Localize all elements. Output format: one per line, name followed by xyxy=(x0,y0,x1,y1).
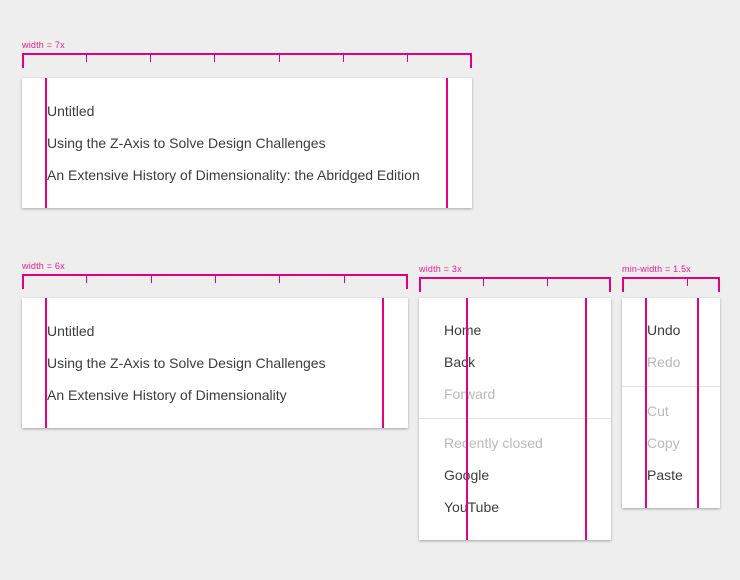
measure-ruler-6x xyxy=(22,274,408,289)
ruler-end-cap-left xyxy=(622,279,624,292)
menu-surface-3x[interactable]: Home Back Forward Recently closed Google… xyxy=(419,298,611,540)
menu-item-disabled: Recently closed xyxy=(444,435,543,451)
menu-item[interactable]: Undo xyxy=(647,322,681,338)
menu-divider xyxy=(622,386,720,387)
ruler-tick xyxy=(279,55,280,62)
menu-item-disabled: Cut xyxy=(647,403,669,419)
menu-item-disabled: Forward xyxy=(444,386,496,402)
ruler-tick xyxy=(687,279,688,286)
spec-label-7x: width = 7x xyxy=(22,40,65,50)
ruler-end-cap-left xyxy=(419,279,421,292)
ruler-end-cap-right xyxy=(609,279,611,292)
measure-ruler-7x xyxy=(22,53,472,68)
measure-ruler-3x xyxy=(419,277,611,292)
ruler-tick xyxy=(344,276,345,283)
menu-item-disabled: Redo xyxy=(647,354,681,370)
ruler-end-cap-right xyxy=(718,279,720,292)
padding-guide-right xyxy=(446,78,448,208)
ruler-tick xyxy=(483,279,484,286)
menu-item[interactable]: Untitled xyxy=(47,323,95,339)
ruler-end-cap-left xyxy=(22,276,24,289)
ruler-tick xyxy=(151,276,152,283)
ruler-end-cap-left xyxy=(22,55,24,68)
menu-surface-7x[interactable]: Untitled Using the Z-Axis to Solve Desig… xyxy=(22,78,472,208)
menu-item[interactable]: Using the Z-Axis to Solve Design Challen… xyxy=(47,135,326,151)
menu-item-list-7x: Untitled Using the Z-Axis to Solve Desig… xyxy=(22,78,472,191)
measure-ruler-min-1-5x xyxy=(622,277,720,292)
menu-item-disabled: Copy xyxy=(647,435,680,451)
padding-guide-left xyxy=(45,78,47,208)
menu-item[interactable]: Paste xyxy=(647,467,683,483)
padding-guide-right xyxy=(697,298,699,508)
spec-label-min-1-5x: min-width = 1.5x xyxy=(622,264,691,274)
menu-surface-6x[interactable]: Untitled Using the Z-Axis to Solve Desig… xyxy=(22,298,408,428)
ruler-end-cap-right xyxy=(470,55,472,68)
ruler-tick xyxy=(215,276,216,283)
menu-item[interactable]: Untitled xyxy=(47,103,95,119)
spec-label-6x: width = 6x xyxy=(22,261,65,271)
menu-item-list-6x: Untitled Using the Z-Axis to Solve Desig… xyxy=(22,298,408,411)
menu-item[interactable]: An Extensive History of Dimensionality: … xyxy=(47,167,420,183)
ruler-end-cap-right xyxy=(406,276,408,289)
ruler-tick xyxy=(279,276,280,283)
menu-item[interactable]: YouTube xyxy=(444,499,500,515)
menu-divider xyxy=(419,418,611,419)
padding-guide-left xyxy=(466,298,468,540)
ruler-tick xyxy=(86,55,87,62)
ruler-tick xyxy=(547,279,548,286)
menu-item[interactable]: Home xyxy=(444,322,482,338)
ruler-tick xyxy=(343,55,344,62)
ruler-tick xyxy=(214,55,215,62)
padding-guide-right xyxy=(585,298,587,540)
ruler-tick xyxy=(407,55,408,62)
padding-guide-right xyxy=(382,298,384,428)
menu-surface-min-1-5x[interactable]: Undo Redo Cut Copy Paste xyxy=(622,298,720,508)
padding-guide-left xyxy=(45,298,47,428)
spec-label-3x: width = 3x xyxy=(419,264,462,274)
menu-item[interactable]: Using the Z-Axis to Solve Design Challen… xyxy=(47,355,326,371)
padding-guide-left xyxy=(645,298,647,508)
menu-item-list-min-1-5x: Undo Redo Cut Copy Paste xyxy=(622,298,720,491)
menu-item[interactable]: An Extensive History of Dimensionality xyxy=(47,387,287,403)
ruler-tick xyxy=(86,276,87,283)
menu-item-list-3x: Home Back Forward Recently closed Google… xyxy=(419,298,611,523)
ruler-tick xyxy=(150,55,151,62)
